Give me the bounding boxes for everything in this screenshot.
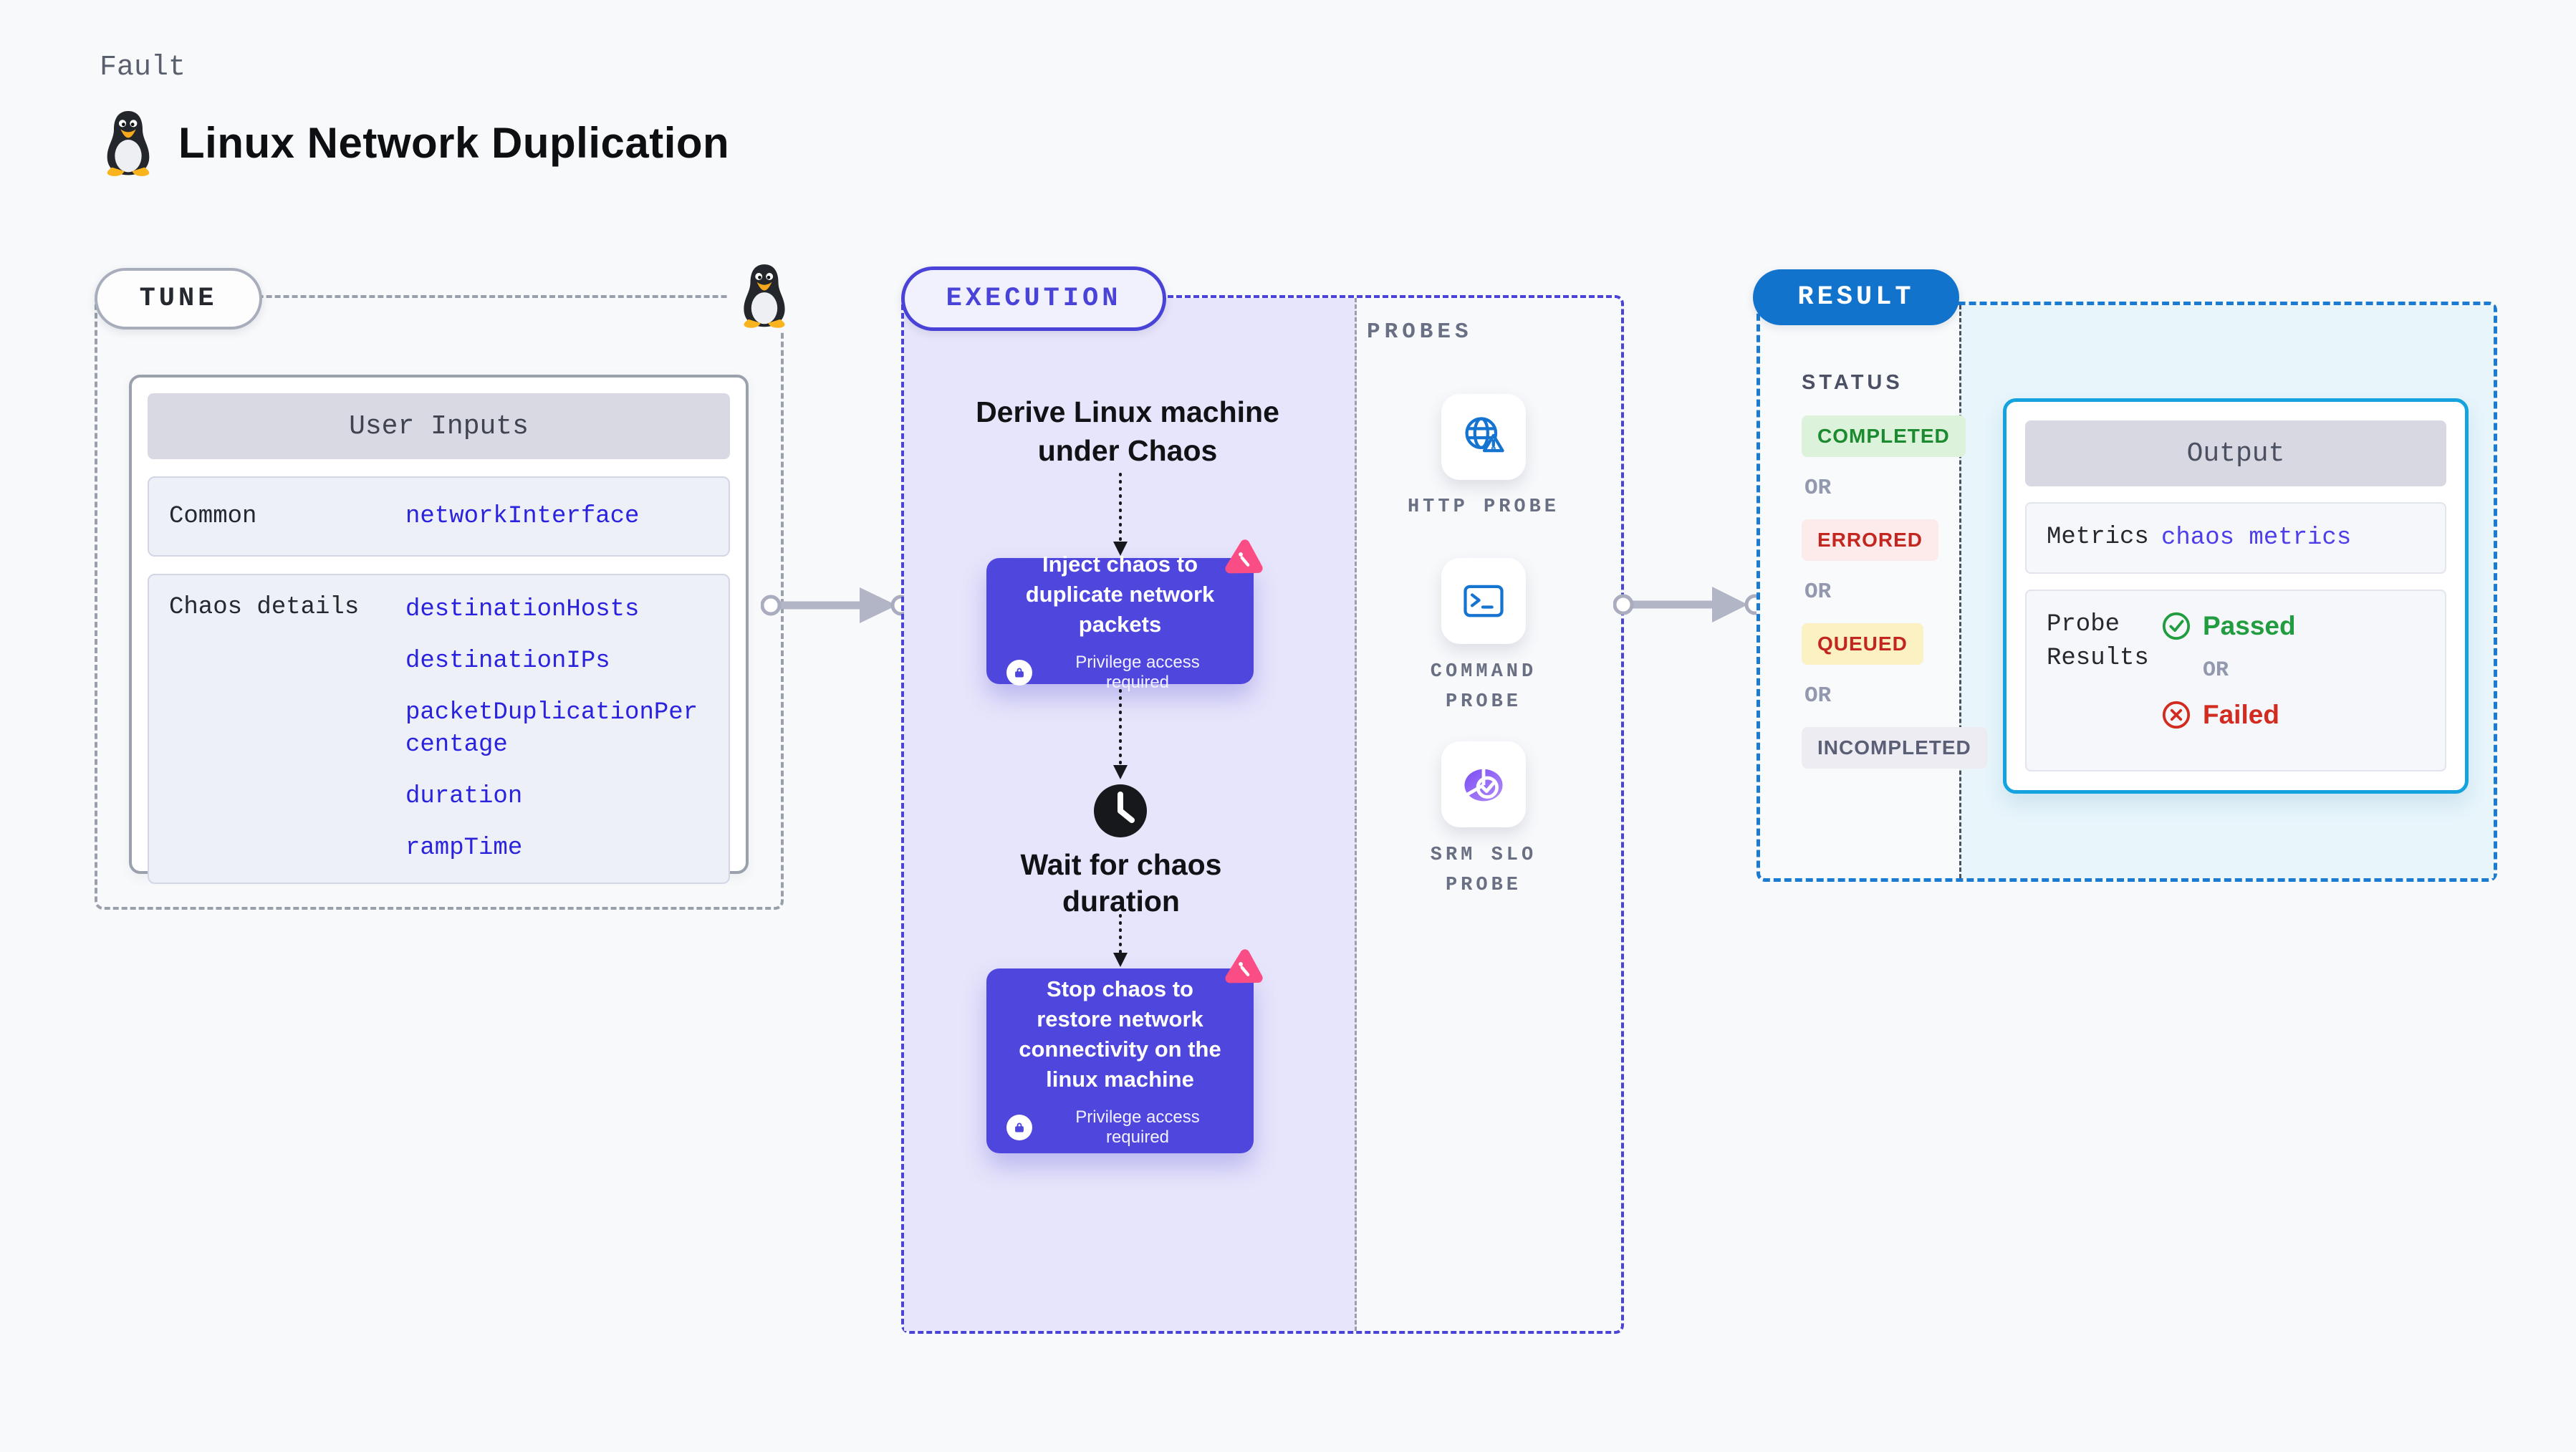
probes-label: PROBES: [1367, 319, 1473, 345]
output-row-metrics: Metrics chaos metrics: [2025, 502, 2446, 574]
output-header: Output: [2025, 420, 2446, 486]
input-row-values: destinationHosts destinationIPs packetDu…: [405, 594, 708, 864]
step-stop-text: Stop chaos to restore network connectivi…: [1019, 976, 1221, 1092]
input-row-common: Common networkInterface: [148, 476, 730, 557]
passed-label: Passed: [2203, 610, 2296, 640]
slo-donut-check-icon: [1464, 767, 1503, 802]
step-derive-text: Derive Linux machine under Chaos: [976, 395, 1279, 468]
privilege-label: Privilege access required: [1075, 1107, 1200, 1147]
verdict-passed: Passed: [2161, 611, 2296, 641]
output-row-probe-results: Probe Results Passed OR Failed: [2025, 589, 2446, 771]
lock-icon: [1006, 659, 1032, 686]
step-stop-chaos: Stop chaos to restore network connectivi…: [986, 968, 1254, 1153]
input-row-values: networkInterface: [405, 501, 708, 532]
status-label: STATUS: [1802, 371, 1903, 394]
srm-slo-probe-label: SRM SLO PROBE: [1430, 845, 1537, 896]
step-wait-text: Wait for chaos duration: [1020, 848, 1222, 918]
dotted-arrow-down-icon: [1113, 914, 1128, 967]
globe-alert-icon: [1465, 417, 1504, 453]
flow-arrow-tune-to-execution: [761, 587, 912, 623]
srm-slo-probe-card: [1441, 741, 1526, 827]
result-divider: [1959, 305, 1961, 878]
status-badge-errored: ERRORED: [1802, 519, 1939, 561]
input-value: networkInterface: [405, 502, 640, 530]
fault-kicker: Fault: [100, 52, 186, 84]
tux-penguin-icon: [744, 264, 785, 328]
verdict-failed: Failed: [2161, 700, 2296, 730]
step-inject-chaos: Inject chaos to duplicate network packet…: [986, 552, 1254, 692]
lock-icon: [1006, 1114, 1032, 1140]
input-value: duration: [405, 782, 523, 810]
probe-results-label: Probe Results: [2047, 610, 2149, 673]
result-badge: RESULT: [1753, 269, 1959, 325]
execution-badge: EXECUTION: [901, 266, 1166, 331]
flow-arrow-execution-to-result: [1613, 587, 1765, 622]
command-probe-label: COMMAND PROBE: [1430, 661, 1537, 713]
x-circle-icon: [2162, 701, 2191, 729]
title-row: Linux Network Duplication: [100, 107, 729, 178]
input-value: packetDuplicationPercentage: [405, 699, 698, 759]
or-separator: OR: [2203, 658, 2229, 683]
input-row-label: Common: [169, 503, 257, 530]
metrics-label: Metrics: [2047, 524, 2149, 551]
probe-results-values: Passed OR Failed: [2161, 608, 2296, 753]
input-value: destinationIPs: [405, 648, 610, 675]
clock-icon: [1094, 784, 1147, 837]
tune-badge: TUNE: [95, 268, 262, 330]
or-separator: OR: [1804, 683, 1832, 708]
terminal-icon: [1464, 585, 1504, 617]
user-inputs-card: User Inputs Common networkInterface Chao…: [129, 375, 749, 885]
or-separator: OR: [1804, 580, 1832, 605]
status-stack: COMPLETED OR ERRORED OR QUEUED OR INCOMP…: [1802, 415, 1987, 769]
output-card: Output Metrics chaos metrics Probe Resul…: [2003, 398, 2469, 794]
http-probe-card: [1441, 394, 1526, 480]
http-probe-label: HTTP PROBE: [1407, 496, 1560, 518]
chaos-pinwheel-icon: [1225, 949, 1263, 984]
dotted-arrow-down-icon: [1113, 473, 1128, 556]
user-inputs-header: User Inputs: [148, 393, 730, 459]
chaos-pinwheel-icon: [1225, 539, 1263, 574]
status-badge-completed: COMPLETED: [1802, 415, 1966, 457]
command-probe-card: [1441, 558, 1526, 644]
metrics-value: chaos metrics: [2161, 524, 2352, 552]
page-title: Linux Network Duplication: [178, 118, 730, 167]
input-value: rampTime: [405, 834, 523, 862]
dotted-arrow-down-icon: [1113, 689, 1128, 779]
status-badge-queued: QUEUED: [1802, 623, 1923, 665]
tux-penguin-icon: [107, 111, 150, 176]
privilege-label: Privilege access required: [1075, 652, 1200, 692]
input-value: destinationHosts: [405, 596, 640, 623]
check-circle-icon: [2162, 612, 2191, 640]
step-inject-text: Inject chaos to duplicate network packet…: [1025, 552, 1215, 637]
input-row-chaos-details: Chaos details destinationHosts destinati…: [148, 574, 730, 885]
privilege-row: Privilege access required: [1006, 653, 1234, 693]
failed-label: Failed: [2203, 699, 2279, 729]
status-badge-incompleted: INCOMPLETED: [1802, 727, 1987, 769]
or-separator: OR: [1804, 476, 1832, 501]
input-row-label: Chaos details: [169, 594, 360, 621]
privilege-row: Privilege access required: [1006, 1107, 1234, 1148]
